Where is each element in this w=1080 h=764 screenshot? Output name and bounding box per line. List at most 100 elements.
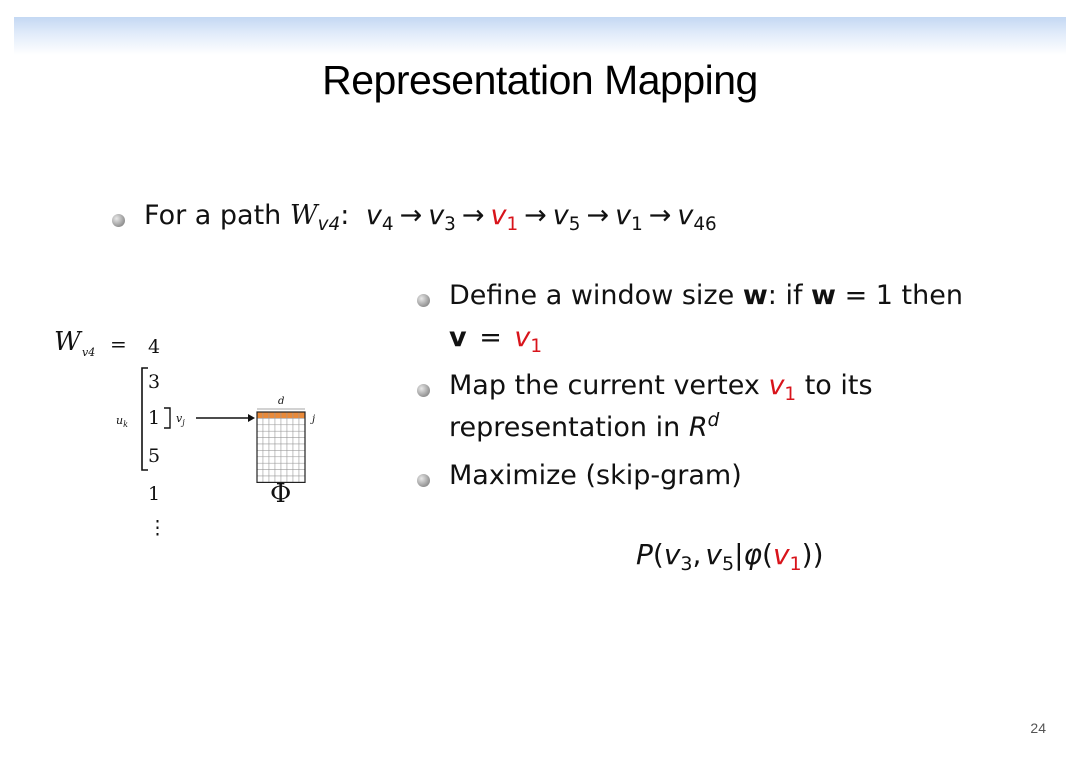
formula-phi: φ (743, 538, 763, 571)
matrix-cell (298, 437, 306, 445)
matrix-cell (262, 462, 270, 470)
matrix-highlight-cell (286, 411, 294, 419)
map-v1: v1 (768, 370, 797, 405)
matrix-cell (262, 456, 270, 464)
matrix-cell (298, 418, 306, 426)
sequence-vertex: v1 (490, 200, 519, 235)
matrix-cell (256, 456, 264, 464)
path-prefix: For a path (144, 200, 282, 231)
matrix-cell (262, 424, 270, 432)
matrix-cell (274, 456, 282, 464)
matrix-cell (286, 450, 294, 458)
matrix-cell (280, 456, 288, 464)
bullet-path: For a path Wv4: v4→v3→v1→v5→v1→v46 (144, 200, 717, 235)
formula-close: )) (801, 538, 824, 571)
walk-value-1: 3 (148, 371, 160, 393)
matrix-highlight-cell (274, 411, 282, 419)
formula-P: P (636, 538, 653, 571)
formula-comma: , (692, 538, 702, 571)
matrix-cell (274, 430, 282, 438)
matrix-cell (268, 430, 276, 438)
uk-label: uk (116, 414, 128, 429)
path-colon: : (340, 200, 350, 231)
window-eq: = (479, 322, 502, 353)
matrix-cell (256, 443, 264, 451)
matrix-cell (262, 450, 270, 458)
matrix-cell (274, 462, 282, 470)
matrix-cell (274, 424, 282, 432)
formula-bar: | (734, 538, 744, 571)
matrix-cell (298, 430, 306, 438)
vertex-bracket (164, 407, 171, 429)
matrix-cell (280, 469, 288, 477)
matrix-cell (268, 443, 276, 451)
bullet-map-line2: representation in Rd (449, 409, 720, 443)
matrix-cell (298, 450, 306, 458)
matrix-cell (280, 430, 288, 438)
matrix-cell (262, 437, 270, 445)
walk-value-4: 1 (148, 483, 160, 505)
window-w2: w (811, 280, 836, 311)
matrix-cell (256, 437, 264, 445)
matrix-cell (280, 443, 288, 451)
sequence-vertex: v3 (428, 200, 456, 235)
matrix-cell (274, 450, 282, 458)
matrix-cell (286, 418, 294, 426)
title-bar-gradient (14, 17, 1066, 55)
bullet-window-line2: v = v1 (449, 322, 542, 356)
window-w: w (742, 280, 768, 311)
matrix-highlight-cell (292, 411, 300, 419)
matrix-border (256, 411, 306, 484)
matrix-cell (292, 469, 300, 477)
matrix-cell (280, 462, 288, 470)
sequence-arrow-icon: → (586, 200, 610, 231)
j-label: j (310, 414, 315, 425)
matrix-cell (274, 443, 282, 451)
map-R: Rd (688, 409, 720, 443)
matrix-cell (268, 462, 276, 470)
matrix-cell (292, 462, 300, 470)
walk-equals: = (110, 332, 127, 356)
sequence-arrow-icon: → (461, 200, 485, 231)
matrix-cell (256, 424, 264, 432)
matrix-cell (262, 469, 270, 477)
embedding-matrix (256, 411, 306, 484)
walk-label-sub: v4 (82, 346, 95, 359)
matrix-cell (262, 443, 270, 451)
matrix-highlight-cell (298, 411, 306, 419)
matrix-cell (262, 475, 270, 483)
formula-open2: ( (762, 538, 773, 571)
bullet-icon (417, 294, 430, 307)
matrix-cell (274, 469, 282, 477)
matrix-cell (286, 469, 294, 477)
matrix-cell (256, 418, 264, 426)
matrix-cell (298, 456, 306, 464)
walk-dots: ⋮ (148, 517, 167, 539)
matrix-highlight-cell (280, 411, 288, 419)
matrix-cell (274, 418, 282, 426)
matrix-highlight-cell (268, 411, 276, 419)
matrix-cell (298, 462, 306, 470)
bullet-map-line1: Map the current vertex v1 to its (449, 370, 873, 405)
matrix-cell (292, 443, 300, 451)
matrix-cell (298, 443, 306, 451)
skipgram-formula: P(v3,v5|φ(v1)) (636, 538, 824, 574)
matrix-cell (268, 437, 276, 445)
d-label: d (278, 396, 284, 407)
matrix-cell (268, 456, 276, 464)
matrix-cell (280, 418, 288, 426)
matrix-cell (280, 437, 288, 445)
matrix-cell (256, 475, 264, 483)
matrix-cell (256, 469, 264, 477)
matrix-cell (292, 456, 300, 464)
matrix-cell (286, 462, 294, 470)
window-if: : if (767, 280, 803, 311)
matrix-cell (298, 469, 306, 477)
matrix-cell (286, 430, 294, 438)
sequence-arrow-icon: → (399, 200, 423, 231)
matrix-highlight-cell (256, 411, 264, 419)
matrix-cell (292, 424, 300, 432)
matrix-cell (280, 424, 288, 432)
matrix-cell (274, 437, 282, 445)
sequence-vertex: v1 (615, 200, 643, 235)
